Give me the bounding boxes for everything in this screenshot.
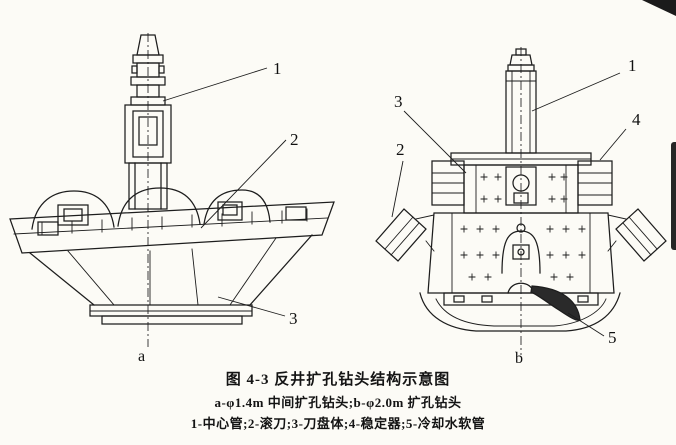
- callout-2-label: 2: [396, 140, 405, 159]
- bottom-base: [419, 285, 621, 332]
- side-roller-cutters: [375, 208, 667, 262]
- stabilizer-blocks: [431, 160, 613, 206]
- leader-line-5: [567, 312, 605, 337]
- sublabel-a: a: [138, 348, 145, 365]
- leader-line-3: [403, 110, 467, 174]
- scan-artifact-corner: [642, 0, 676, 16]
- sublabel-b: b: [515, 350, 523, 367]
- cutter-body: [427, 212, 615, 294]
- caption-subtitle: a-φ1.4m 中间扩孔钻头;b-φ2.0m 扩孔钻头: [214, 395, 462, 410]
- caption-legend: 1-中心管;2-滚刀;3-刀盘体;4-稳定器;5-冷却水软管: [190, 416, 486, 431]
- left-figure-drawing: 1 2 3 a: [9, 33, 335, 365]
- cutter-deck: [9, 201, 335, 254]
- callout-3-label: 3: [289, 309, 298, 328]
- callout-1-label: 1: [273, 59, 282, 78]
- figure-caption: 图 4-3 反井扩孔钻头结构示意图 a-φ1.4m 中间扩孔钻头;b-φ2.0m…: [0, 368, 676, 434]
- drill-stem: [124, 34, 172, 210]
- caption-title: 图 4-3 反井扩孔钻头结构示意图: [225, 372, 451, 388]
- scan-artifact-edge: [671, 142, 676, 250]
- callout-4-label: 4: [632, 110, 641, 129]
- support-frame: [29, 234, 313, 325]
- right-figure-drawing: 1 3 4 2 5 b: [375, 47, 667, 367]
- callout-2-label: 2: [290, 130, 299, 149]
- leader-line-2: [391, 160, 404, 218]
- leader-line-1: [162, 67, 268, 102]
- callout-3-label: 3: [394, 92, 403, 111]
- right-callouts: 1 3 4 2 5: [391, 56, 641, 347]
- left-callouts: 1 2 3: [162, 59, 299, 328]
- leader-line-3: [217, 296, 286, 317]
- leader-line-2: [200, 139, 287, 229]
- callout-5-label: 5: [608, 328, 617, 347]
- cooling-hose: [530, 285, 581, 322]
- callout-1-label: 1: [628, 56, 637, 75]
- leader-line-4: [599, 128, 627, 161]
- leader-line-1: [531, 72, 621, 112]
